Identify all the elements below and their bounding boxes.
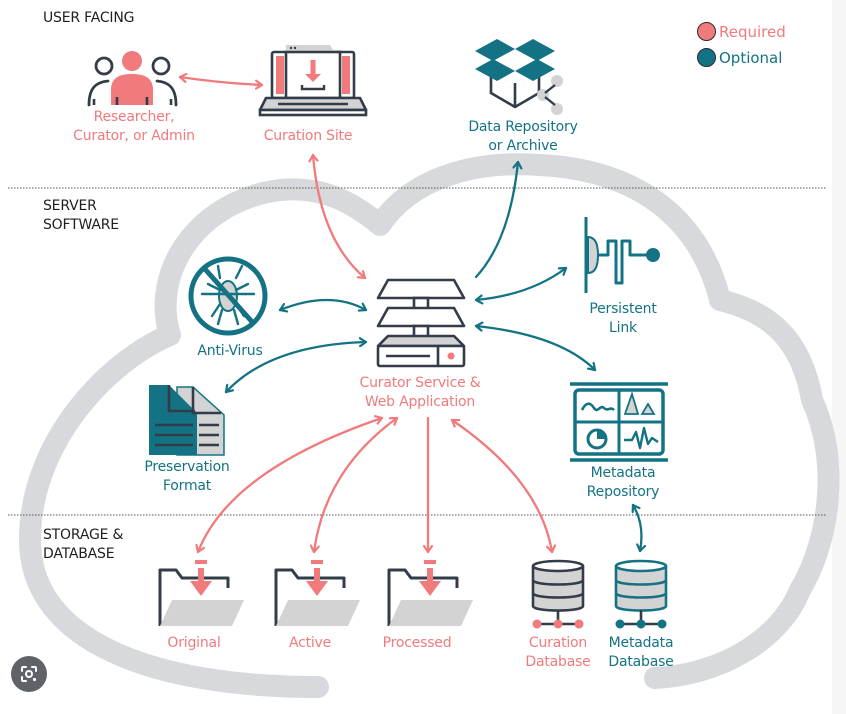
edges — [178, 77, 641, 554]
folder-active-icon — [274, 560, 360, 626]
edge-curator-service-anti-virus — [278, 298, 368, 310]
visual-search-icon — [21, 666, 37, 682]
edge-curation-site-curator-service — [313, 153, 367, 280]
no-bug-icon — [188, 256, 268, 336]
edge-curator-service-persistent-link — [474, 266, 568, 300]
legend-label-optional: Optional — [719, 48, 783, 67]
legend-item-optional: Optional — [697, 48, 782, 67]
edge-curator-service-data-repository — [474, 160, 518, 279]
edge-curator-service-active — [314, 416, 399, 554]
edge-curator-service-preservation-format — [224, 342, 368, 394]
documents-icon — [149, 385, 225, 456]
metadata-database-icon — [614, 559, 668, 629]
folder-processed-icon — [387, 560, 473, 626]
edge-metadata-repository-metadata-database — [633, 503, 641, 553]
curation-database-icon — [531, 559, 585, 629]
visual-search-button[interactable] — [11, 656, 47, 692]
node-label-metadata-repository: Metadata Repository — [586, 465, 660, 500]
section-label-user-facing: USER FACING — [43, 10, 135, 26]
node-label-anti-virus: Anti-Virus — [197, 343, 263, 359]
section-label-storage-database: STORAGE & DATABASE — [43, 527, 124, 562]
node-label-data-repository: Data Repository or Archive — [468, 119, 578, 154]
server-stack-icon — [376, 278, 466, 368]
legend-label-required: Required — [719, 22, 786, 41]
laptop-download-icon — [258, 45, 368, 117]
legend-swatch-required — [697, 22, 716, 41]
edge-users-curation-site — [178, 77, 264, 85]
node-label-active: Active — [288, 635, 332, 651]
folder-original-icon — [158, 560, 244, 626]
section-label-server-software: SERVER SOFTWARE — [43, 198, 119, 233]
cloud-outline — [19, 153, 840, 698]
node-label-users: Researcher, Curator, or Admin — [73, 109, 195, 144]
node-label-original: Original — [167, 635, 221, 651]
legend-item-required: Required — [697, 22, 786, 41]
dashboard-charts-icon — [570, 382, 668, 462]
node-label-processed: Processed — [382, 635, 452, 651]
edge-curator-service-metadata-repository — [474, 326, 597, 372]
node-label-persistent-link: Persistent Link — [589, 301, 657, 336]
node-label-curation-site: Curation Site — [263, 128, 353, 144]
edge-curator-service-curation-database — [450, 418, 552, 554]
persistent-link-icon — [584, 217, 660, 293]
open-box-share-icon — [475, 39, 563, 115]
page-edge-strip — [832, 0, 846, 714]
people-group-icon — [87, 51, 178, 107]
node-label-metadata-database: Metadata Database — [608, 635, 674, 670]
node-label-curator-service: Curator Service & Web Application — [359, 375, 481, 410]
node-label-preservation-format: Preservation Format — [144, 459, 230, 494]
node-label-curation-database: Curation Database — [525, 635, 591, 670]
legend-swatch-optional — [697, 48, 716, 67]
